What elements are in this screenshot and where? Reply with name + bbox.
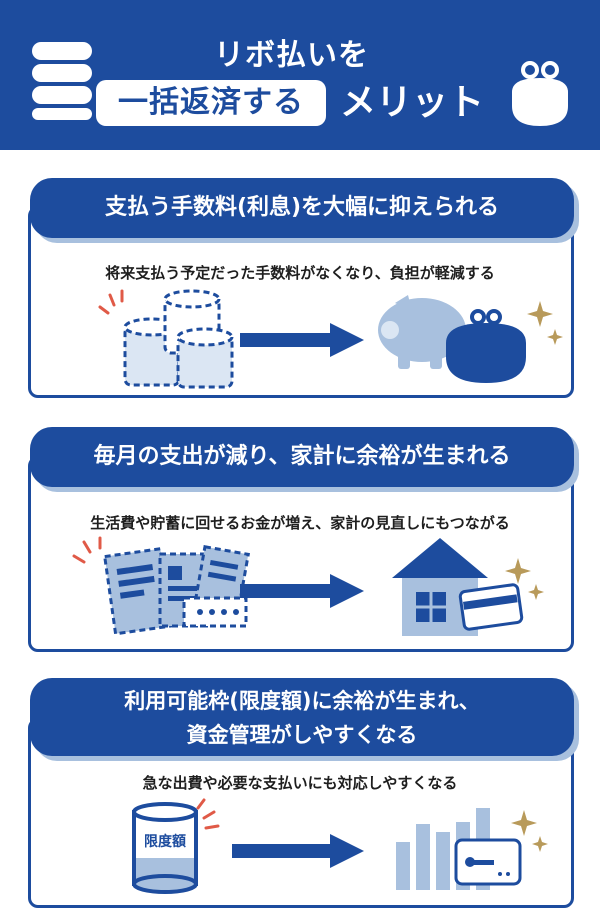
benefit-desc-2: 生活費や貯蓄に回せるお金が増え、家計の見直しにもつながる xyxy=(90,514,510,532)
limit-cylinder-icon xyxy=(132,798,220,894)
bills-icon xyxy=(72,536,251,636)
piggy-bank-icon xyxy=(378,295,466,369)
sparkle-icon xyxy=(527,301,563,345)
illustration-3: 限度額 xyxy=(132,798,548,894)
benefit-desc-3: 急な出費や必要な支払いにも対応しやすくなる xyxy=(142,774,458,792)
benefit-title-2: 毎月の支出が減り、家計に余裕が生まれる xyxy=(30,427,574,487)
header-title-line1: リボ払いを xyxy=(214,38,369,73)
sparkle-icon xyxy=(505,558,544,600)
sparkle-icon xyxy=(511,810,548,852)
illustration-1 xyxy=(98,289,563,389)
benefit-title-1: 支払う手数料(利息)を大幅に抑えられる xyxy=(30,178,574,238)
header-banner: リボ払いを 一括返済する メリット xyxy=(0,0,600,150)
arrow-right-icon xyxy=(240,323,364,357)
credit-card-icon xyxy=(458,583,524,631)
benefit-desc-1: 将来支払う予定だった手数料がなくなり、負担が軽減する xyxy=(105,264,495,282)
cylinder-label: 限度額 xyxy=(144,833,186,850)
credit-card-icon xyxy=(454,838,522,886)
arrow-right-icon xyxy=(232,834,364,868)
coin-stacks-icon xyxy=(98,289,234,389)
coin-purse-icon xyxy=(446,309,526,383)
arrow-right-icon xyxy=(240,574,364,608)
benefit-title-3-line2: 資金管理がしやすくなる xyxy=(186,723,418,747)
header-title-pill: 一括返済する xyxy=(96,80,326,126)
header-title-line2: メリット xyxy=(340,82,485,123)
coin-purse-icon xyxy=(512,61,568,126)
illustration-2 xyxy=(72,536,544,636)
coin-stack-icon xyxy=(32,42,92,120)
benefit-title-3-line1: 利用可能枠(限度額)に余裕が生まれ、 xyxy=(124,689,480,713)
benefit-title-3: 利用可能枠(限度額)に余裕が生まれ、 資金管理がしやすくなる xyxy=(30,678,574,756)
